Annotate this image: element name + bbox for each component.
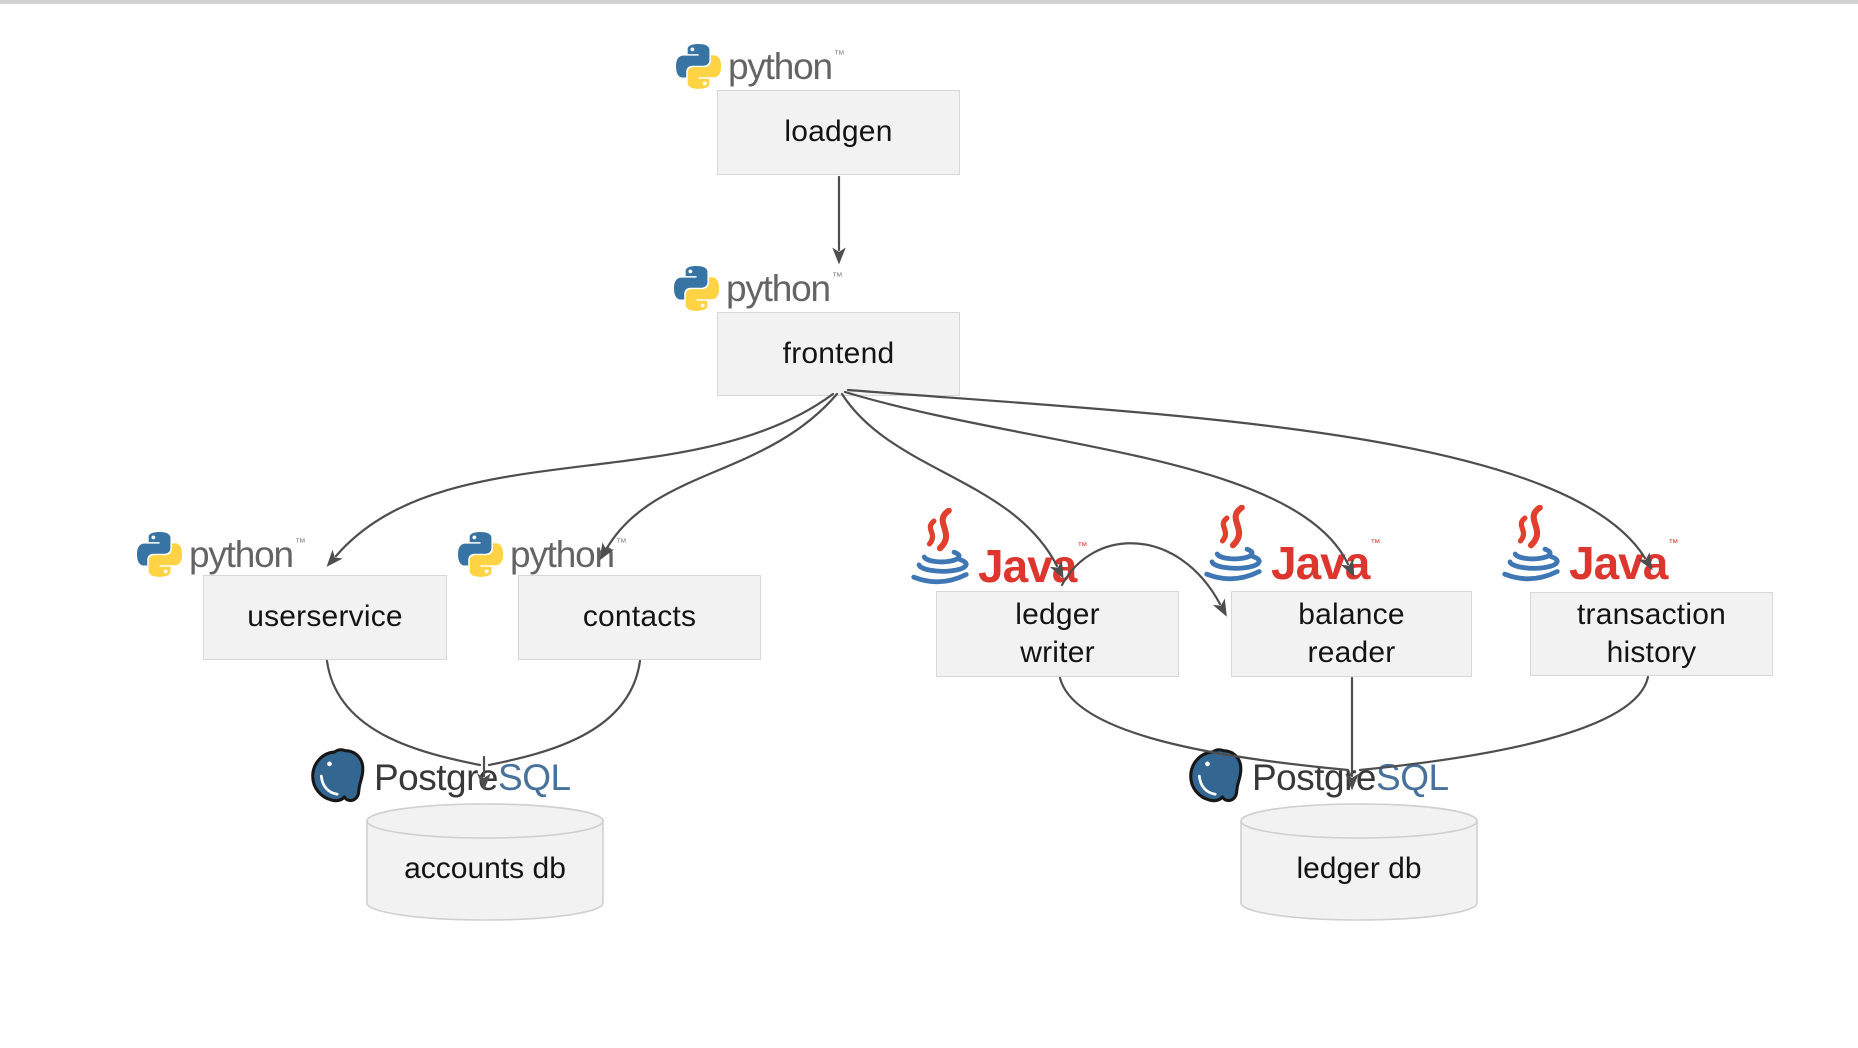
db-label-ledger: ledger db: [1296, 852, 1422, 885]
trademark-symbol: ™: [1668, 538, 1679, 549]
java-icon: [1502, 505, 1560, 582]
python-icon: [676, 44, 721, 89]
node-label-ledger-writer: ledger writer: [1015, 597, 1100, 669]
java-wordmark: Java: [978, 540, 1077, 592]
node-frontend: frontend: [717, 312, 960, 396]
python-icon: [458, 532, 503, 577]
edge-frontend-to-contacts: [599, 392, 839, 561]
java-wordmark: Java: [1271, 537, 1370, 589]
postgresql-logo-ledger: PostgreSQL: [1188, 748, 1449, 806]
node-label-balance-reader: balance reader: [1298, 597, 1405, 669]
node-label-frontend: frontend: [782, 336, 895, 370]
python-icon: [674, 266, 719, 311]
node-transaction-history: transaction history: [1530, 592, 1773, 676]
trademark-symbol: ™: [615, 536, 627, 549]
postgresql-elephant-icon: [311, 748, 365, 803]
java-icon: [911, 508, 969, 585]
trademark-symbol: ™: [1370, 538, 1381, 549]
postgresql-wordmark: PostgreSQL: [374, 756, 571, 798]
postgresql-logo-accounts: PostgreSQL: [310, 748, 571, 806]
postgresql-wordmark: PostgreSQL: [1252, 756, 1449, 798]
trademark-symbol: ™: [831, 270, 843, 283]
python-wordmark: python: [726, 268, 831, 309]
python-wordmark: python: [510, 534, 615, 575]
node-loadgen: loadgen: [717, 90, 960, 175]
trademark-symbol: ™: [294, 536, 306, 549]
node-label-transaction-history: transaction history: [1577, 597, 1726, 669]
db-label-accounts: accounts db: [404, 852, 566, 885]
python-wordmark: python: [189, 534, 294, 575]
postgresql-elephant-icon: [1189, 748, 1243, 803]
node-label-loadgen: loadgen: [784, 115, 893, 149]
node-contacts: contacts: [518, 575, 761, 660]
node-label-userservice: userservice: [247, 600, 403, 634]
node-userservice: userservice: [203, 575, 447, 660]
trademark-symbol: ™: [1077, 541, 1088, 552]
node-label-contacts: contacts: [582, 600, 697, 634]
java-wordmark: Java: [1569, 537, 1668, 589]
node-balance-reader: balance reader: [1231, 591, 1472, 677]
java-icon: [1204, 505, 1262, 582]
python-wordmark: python: [728, 46, 833, 87]
trademark-symbol: ™: [833, 48, 845, 61]
top-border-bar: [0, 0, 1858, 4]
python-icon: [137, 532, 182, 577]
node-ledger-writer: ledger writer: [936, 591, 1179, 677]
